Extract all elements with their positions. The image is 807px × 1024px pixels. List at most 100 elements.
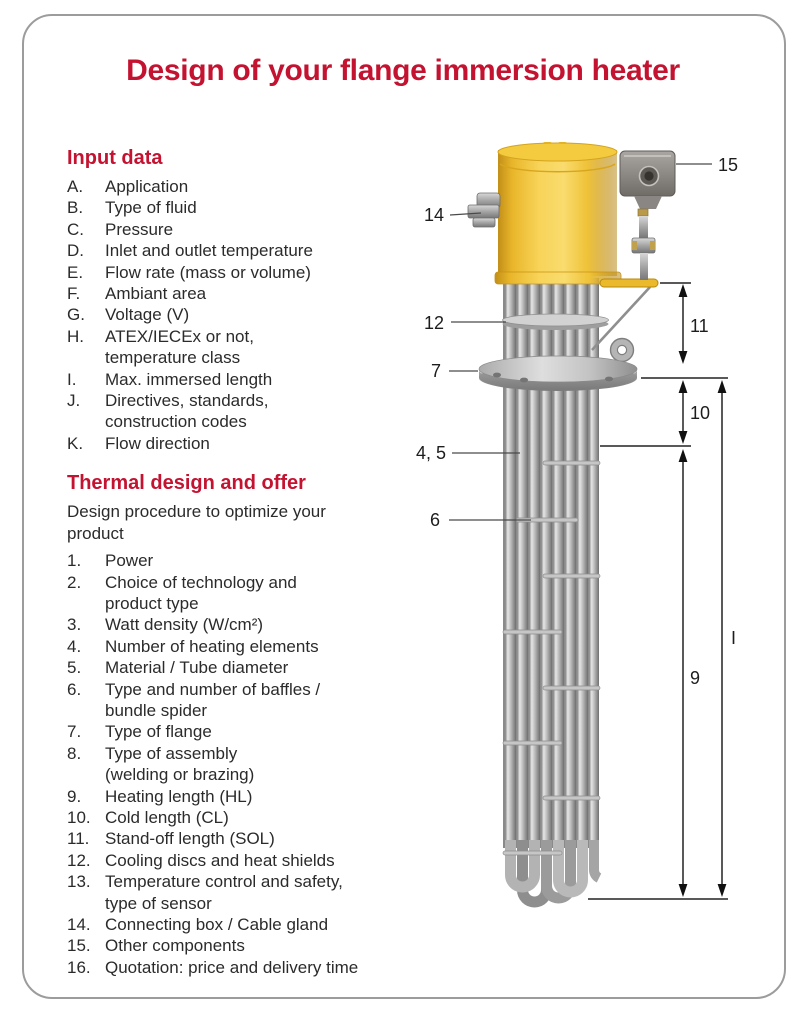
list-item: 10. Cold length (CL) (67, 807, 417, 828)
list-item-text: Flow direction (105, 433, 210, 453)
list-item-text: ATEX/IECEx or not, temperature class (105, 326, 254, 368)
dim-I-label: I (731, 628, 736, 648)
list-item-text: Number of heating elements (105, 636, 319, 656)
list-item-marker: 5. (67, 658, 82, 678)
callout-14-label: 14 (424, 205, 444, 225)
list-item-marker: 14. (67, 915, 91, 934)
tube-u-bend (505, 840, 540, 893)
list-item: 6. Type and number of baffles / bundle s… (67, 679, 417, 722)
list-item-text: Flow rate (mass or volume) (105, 262, 311, 282)
list-item-marker: F. (67, 284, 81, 304)
list-item-text: Watt density (W/cm²) (105, 615, 264, 635)
list-item-marker: 4. (67, 636, 82, 656)
list-item-marker: 8. (67, 743, 82, 763)
cable-gland (467, 192, 501, 228)
list-item-marker: D. (67, 241, 84, 261)
page-title: Design of your flange immersion heater (126, 54, 680, 87)
list-item-text: Application (105, 177, 189, 196)
list-item-marker: 15. (67, 936, 91, 956)
callout-6-label: 6 (430, 510, 440, 530)
list-item-marker: C. (67, 219, 84, 239)
list-item-marker: K. (67, 433, 84, 453)
list-item-marker: 12. (67, 850, 91, 870)
callout-12-label: 12 (424, 313, 444, 333)
list-item-marker: A. (67, 177, 84, 196)
list-item: 4. Number of heating elements (67, 636, 417, 657)
list-item-marker: 10. (67, 807, 91, 827)
list-item-text: Type and number of baffles / bundle spid… (105, 679, 321, 720)
list-item-text: Quotation: price and delivery time (105, 957, 359, 977)
list-item: 14. Connecting box / Cable gland (67, 914, 417, 935)
list-item-text: Stand-off length (SOL) (105, 829, 275, 849)
list-item-text: Type of flange (105, 722, 212, 742)
list-item-text: Pressure (105, 219, 174, 239)
list-item-marker: 2. (67, 572, 82, 592)
list-item-text: Other components (105, 936, 245, 956)
list-item-text: Material / Tube diameter (105, 658, 289, 678)
list-item: 12. Cooling discs and heat shields (67, 850, 417, 871)
list-item: 5. Material / Tube diameter (67, 657, 417, 678)
thermal-intro-text: Design procedure to optimize your produc… (67, 502, 326, 543)
connection-box (494, 142, 659, 288)
list-item: G. Voltage (V) (67, 304, 417, 325)
sensor-head (619, 150, 676, 280)
list-item-text: Type of fluid (105, 198, 197, 218)
input-data-list: A. Application B. Type of fluid C. Press… (67, 176, 417, 454)
list-item: K. Flow direction (67, 433, 417, 454)
dim-11-label: 11 (690, 316, 709, 336)
list-item-text: Cold length (CL) (105, 807, 229, 827)
list-item-marker: B. (67, 198, 84, 218)
list-item-marker: E. (67, 262, 84, 282)
list-item-marker: 11. (67, 829, 90, 849)
list-item-text: Connecting box / Cable gland (105, 915, 329, 934)
list-item: E. Flow rate (mass or volume) (67, 262, 417, 283)
callout-15-label: 15 (718, 155, 738, 175)
input-data-heading: Input data (67, 147, 163, 169)
heater-illustration: 11 10 9 I 14 15 12 7 4, 5 6 (416, 142, 738, 908)
list-item: B. Type of fluid (67, 197, 417, 218)
list-item: 15. Other components (67, 935, 417, 956)
list-item: F. Ambiant area (67, 283, 417, 304)
list-item-text: Type of assembly (welding or brazing) (105, 743, 255, 785)
dim-9-label: 9 (690, 668, 700, 688)
list-item-text: Voltage (V) (105, 305, 190, 325)
list-item-text: Power (105, 551, 154, 571)
list-item-marker: 16. (67, 957, 91, 977)
list-item: D. Inlet and outlet temperature (67, 240, 417, 261)
sensor-probe-tube (591, 286, 651, 351)
list-item: 2. Choice of technology and product type (67, 572, 417, 615)
list-item: 1. Power (67, 550, 417, 571)
list-item-text: Inlet and outlet temperature (105, 241, 313, 261)
list-item-marker: 13. (67, 872, 91, 892)
list-item-marker: H. (67, 326, 84, 346)
stand-off-bracket (599, 278, 659, 288)
list-item: 16. Quotation: price and delivery time (67, 957, 417, 978)
dim-10-label: 10 (690, 403, 710, 423)
list-item: 11. Stand-off length (SOL) (67, 828, 417, 849)
list-item-marker: J. (67, 391, 81, 411)
cooling-disc (502, 313, 609, 330)
lifting-eye-icon (609, 337, 635, 363)
list-item-marker: I. (67, 369, 77, 389)
callout-4-5-label: 4, 5 (416, 443, 446, 463)
callout-7-label: 7 (431, 361, 441, 381)
list-item-text: Ambiant area (105, 284, 207, 304)
list-item-marker: 3. (67, 615, 82, 635)
list-item-text: Cooling discs and heat shields (105, 850, 335, 870)
left-column: Input data A. Application B. Type of flu… (67, 146, 417, 978)
list-item-text: Choice of technology and product type (105, 572, 297, 613)
tube-u-bend (553, 840, 588, 898)
list-item-text: Temperature control and safety, type of … (105, 872, 343, 913)
list-item-marker: G. (67, 305, 85, 325)
list-item: 13. Temperature control and safety, type… (67, 871, 417, 914)
list-item: 9. Heating length (HL) (67, 786, 417, 807)
list-item-text: Directives, standards, construction code… (105, 391, 269, 432)
list-item: I. Max. immersed length (67, 369, 417, 390)
list-item: H. ATEX/IECEx or not, temperature class (67, 326, 417, 369)
tube-u-bend (589, 840, 602, 883)
list-item: C. Pressure (67, 219, 417, 240)
callout-leader-lines (449, 163, 712, 521)
list-item-marker: 7. (67, 722, 82, 742)
flange (478, 337, 638, 391)
baffles (502, 460, 601, 856)
